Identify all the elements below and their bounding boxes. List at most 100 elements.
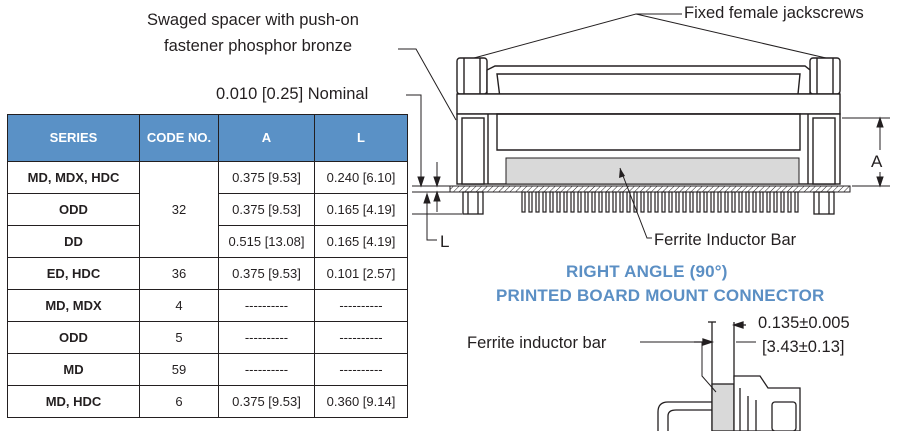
table-row: MD, HDC 6 0.375 [9.53] 0.360 [9.14]	[7, 385, 408, 418]
pin	[570, 191, 575, 213]
pin	[689, 191, 694, 213]
ferrite-bar-label: Ferrite Inductor Bar	[654, 231, 797, 249]
pin	[766, 191, 771, 213]
cell-a: ----------	[218, 353, 315, 386]
pin	[773, 191, 778, 213]
pin	[542, 191, 547, 213]
jackscrews-label: Fixed female jackscrews	[684, 4, 864, 22]
pin	[717, 191, 722, 213]
pin	[724, 191, 729, 213]
pin	[696, 191, 701, 213]
section-heading-line1: RIGHT ANGLE (90°)	[566, 262, 728, 281]
ferrite-leader	[619, 167, 652, 239]
header-series: SERIES	[7, 114, 140, 162]
pin	[535, 191, 540, 213]
cell-series: MD, MDX	[7, 289, 140, 322]
pin	[577, 191, 582, 213]
side-view	[657, 321, 801, 431]
table-row: MD 59 ---------- ----------	[7, 353, 408, 386]
cell-l: 0.240 [6.10]	[314, 161, 408, 194]
pin	[521, 191, 526, 213]
pin-row	[521, 191, 799, 213]
cell-l: ----------	[314, 289, 408, 322]
pin	[752, 191, 757, 213]
dimension-a	[842, 116, 890, 188]
table-row: ED, HDC 36 0.375 [9.53] 0.101 [2.57]	[7, 257, 408, 290]
cell-a: 0.375 [9.53]	[218, 161, 315, 194]
pin	[612, 191, 617, 213]
pin	[675, 191, 680, 213]
dimension-l	[412, 140, 462, 241]
table-row: MD, MDX, HDC 32 0.375 [9.53] 0.240 [6.10…	[7, 161, 408, 258]
ferrite-bar	[505, 157, 800, 185]
cell-series: MD, MDX, HDC	[7, 161, 140, 194]
pin	[738, 191, 743, 213]
spec-table: SERIES CODE NO. A L MD, MDX, HDC 32 0.37…	[7, 114, 408, 418]
cell-series: DD	[7, 225, 140, 258]
cell-l: ----------	[314, 353, 408, 386]
pin	[633, 191, 638, 213]
pin	[780, 191, 785, 213]
pin	[598, 191, 603, 213]
offset-dimension-line2: [3.43±0.13]	[762, 338, 845, 356]
cell-l: 0.360 [9.14]	[314, 385, 408, 418]
pin	[556, 191, 561, 213]
header-a: A	[218, 114, 315, 162]
pin	[759, 191, 764, 213]
table-row: MD, MDX 4 ---------- ----------	[7, 289, 408, 322]
pin	[647, 191, 652, 213]
cell-series: MD, HDC	[7, 385, 140, 418]
pin	[528, 191, 533, 213]
cell-a: 0.515 [13.08]	[218, 225, 315, 258]
cell-l: 0.165 [4.19]	[314, 225, 408, 258]
pin	[703, 191, 708, 213]
table-header-row: SERIES CODE NO. A L	[7, 114, 408, 162]
cell-a: 0.375 [9.53]	[218, 257, 315, 290]
header-l: L	[314, 114, 408, 162]
pin	[661, 191, 666, 213]
pin	[710, 191, 715, 213]
cell-l: 0.101 [2.57]	[314, 257, 408, 290]
cell-l: 0.165 [4.19]	[314, 193, 408, 226]
cell-series: ODD	[7, 193, 140, 226]
pin	[563, 191, 568, 213]
spacer-label-line2: fastener phosphor bronze	[164, 37, 353, 55]
cell-series: MD	[7, 353, 140, 386]
table-row: DD 0.515 [13.08] 0.165 [4.19]	[7, 225, 408, 258]
pin	[619, 191, 624, 213]
cell-code: 32	[139, 161, 219, 258]
offset-dimension-line1: 0.135±0.005	[758, 314, 850, 332]
section-heading-line2: PRINTED BOARD MOUNT CONNECTOR	[496, 286, 825, 305]
cell-series: ODD	[7, 321, 140, 354]
cell-code: 4	[139, 289, 219, 322]
pin	[591, 191, 596, 213]
board-posts	[462, 191, 835, 215]
table-row: ODD 0.375 [9.53] 0.165 [4.19]	[7, 193, 408, 226]
cell-a: ----------	[218, 289, 315, 322]
ferrite-bar-lower-label: Ferrite inductor bar	[467, 334, 607, 352]
pin	[794, 191, 799, 213]
pin	[584, 191, 589, 213]
pin	[549, 191, 554, 213]
pin	[731, 191, 736, 213]
pc-board	[449, 185, 851, 193]
cell-a: 0.375 [9.53]	[218, 385, 315, 418]
spacer-label-line1: Swaged spacer with push-on	[147, 11, 359, 29]
pin	[626, 191, 631, 213]
pin	[668, 191, 673, 213]
pin	[682, 191, 687, 213]
cell-series: ED, HDC	[7, 257, 140, 290]
cell-a: ----------	[218, 321, 315, 354]
cell-a: 0.375 [9.53]	[218, 193, 315, 226]
dimension-a-label: A	[871, 152, 883, 171]
cell-l: ----------	[314, 321, 408, 354]
pin	[654, 191, 659, 213]
pin	[640, 191, 645, 213]
dimension-l-label: L	[440, 232, 450, 251]
nominal-label: 0.010 [0.25] Nominal	[216, 85, 369, 103]
cell-code: 6	[139, 385, 219, 418]
pin	[787, 191, 792, 213]
pin	[745, 191, 750, 213]
cell-code: 5	[139, 321, 219, 354]
